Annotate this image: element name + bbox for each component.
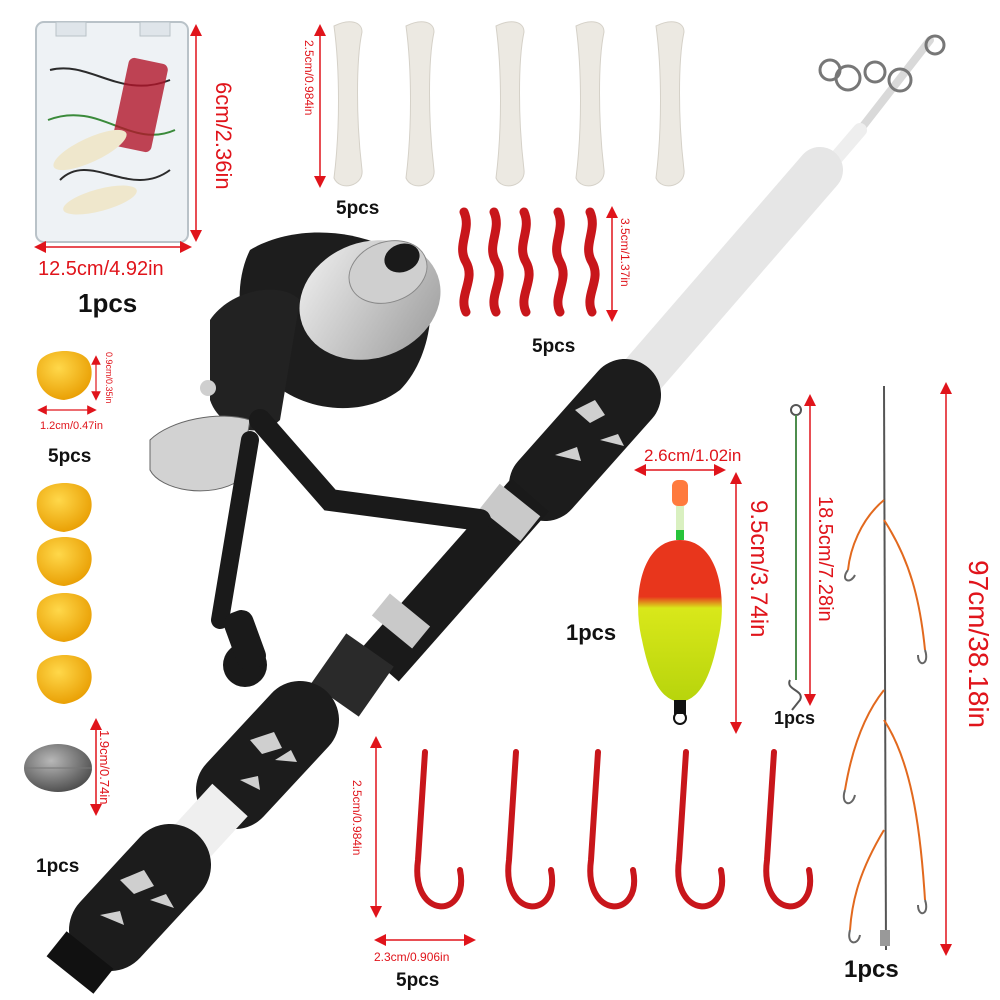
float-qty-label: 1pcs bbox=[566, 620, 617, 645]
soft-bait-images bbox=[333, 21, 685, 187]
corn-height-label: 0.9cm/0.35in bbox=[104, 352, 114, 404]
hook-rig-length-label: 97cm/38.18in bbox=[963, 560, 994, 729]
sinker-qty-label: 1pcs bbox=[36, 856, 80, 877]
worm-images bbox=[458, 207, 600, 317]
float-height-label: 9.5cm/3.74in bbox=[745, 500, 772, 638]
tackle-box-height-label: 6cm/2.36in bbox=[211, 82, 236, 190]
leader-length-label: 18.5cm/7.28in bbox=[814, 496, 836, 622]
hook-qty-label: 5pcs bbox=[396, 970, 440, 991]
soft-bait-length-label: 2.5cm/0.984in bbox=[302, 40, 316, 116]
hook-rig-image bbox=[842, 385, 928, 951]
sinker-image bbox=[24, 744, 92, 792]
float-width-label: 2.6cm/1.02in bbox=[644, 446, 742, 465]
hook-images bbox=[414, 749, 814, 910]
worm-qty-label: 5pcs bbox=[532, 336, 576, 357]
soft-bait-qty-label: 5pcs bbox=[336, 198, 380, 219]
corn-width-label: 1.2cm/0.47in bbox=[40, 420, 103, 432]
float-image bbox=[638, 480, 722, 725]
leader-image bbox=[788, 404, 802, 711]
corn-qty-label: 5pcs bbox=[48, 446, 92, 467]
tackle-box-image bbox=[35, 21, 189, 243]
tackle-box-width-label: 12.5cm/4.92in bbox=[38, 258, 164, 280]
hook-rig-qty-label: 1pcs bbox=[844, 956, 899, 983]
tackle-box-qty-label: 1pcs bbox=[78, 288, 138, 318]
spinning-reel-image bbox=[149, 232, 491, 687]
leader-qty-label: 1pcs bbox=[774, 708, 816, 728]
sinker-length-label: 1.9cm/0.74in bbox=[97, 730, 112, 805]
worm-length-label: 3.5cm/1.37in bbox=[618, 218, 632, 287]
corn-bait-images bbox=[36, 351, 92, 704]
fishing-rod-image bbox=[46, 34, 946, 994]
hook-width-label: 2.3cm/0.906in bbox=[374, 950, 450, 964]
hook-height-label: 2.5cm/0.984in bbox=[350, 780, 364, 856]
